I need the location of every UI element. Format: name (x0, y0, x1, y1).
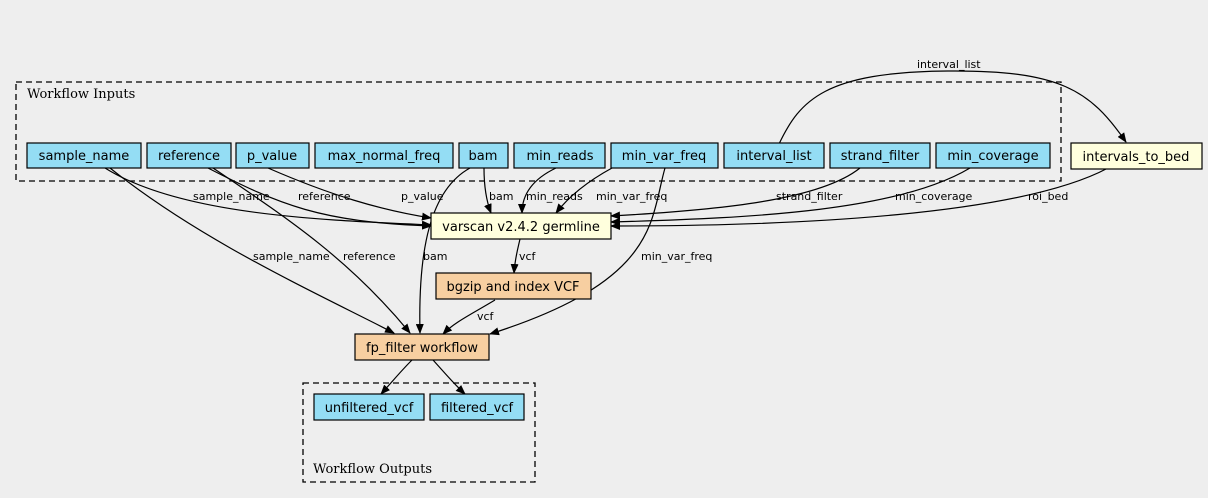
node-max-normal-freq[interactable]: max_normal_freq (314, 142, 454, 169)
node-sample-name[interactable]: sample_name (26, 142, 142, 169)
node-p-value-label: p_value (247, 149, 297, 164)
edge-min-coverage-varscan (610, 167, 971, 226)
node-interval-list[interactable]: interval_list (723, 142, 825, 169)
edge-fp-filter-unfiltered (380, 359, 413, 395)
node-fp-filter[interactable]: fp_filter workflow (354, 333, 490, 361)
node-varscan[interactable]: varscan v2.4.2 germline (430, 212, 612, 240)
edge-interval-list-to-bed (778, 70, 1127, 145)
edge-bam-varscan (483, 167, 492, 214)
node-filtered-vcf[interactable]: filtered_vcf (429, 393, 525, 421)
edge-label-min-var-freq: min_var_freq (596, 190, 667, 203)
edge-label-min-reads: min_reads (526, 190, 583, 203)
edge-label-sample-name-fp: sample_name (253, 250, 330, 263)
node-varscan-label: varscan v2.4.2 germline (442, 220, 600, 235)
edge-min-var-freq-varscan (555, 167, 613, 214)
edge-labels: interval_list sample_name reference p_va… (193, 58, 1068, 323)
edge-label-sample-name: sample_name (193, 190, 270, 203)
node-reference-label: reference (158, 149, 220, 164)
edge-label-strand-filter: strand_filter (776, 190, 843, 203)
node-bgzip-label: bgzip and index VCF (446, 280, 579, 295)
node-min-var-freq-label: min_var_freq (622, 149, 706, 164)
node-unfiltered-vcf-label: unfiltered_vcf (325, 401, 414, 416)
node-strand-filter[interactable]: strand_filter (829, 142, 931, 169)
edge-roi-bed-varscan (610, 167, 1109, 230)
node-interval-list-label: interval_list (736, 149, 811, 164)
edge-label-vcf-varscan: vcf (519, 250, 537, 263)
edges (104, 70, 1127, 395)
node-intervals-to-bed-label: intervals_to_bed (1083, 150, 1190, 165)
input-nodes: sample_name reference p_value max_normal… (26, 142, 1051, 169)
node-min-reads[interactable]: min_reads (513, 142, 606, 169)
node-p-value[interactable]: p_value (235, 142, 310, 169)
edge-strand-filter-varscan (610, 167, 861, 220)
edge-reference-varscan (207, 167, 432, 230)
workflow-outputs-label: Workflow Outputs (313, 462, 432, 477)
node-max-normal-freq-label: max_normal_freq (328, 149, 441, 164)
node-strand-filter-label: strand_filter (841, 149, 920, 164)
edge-label-vcf-bgzip: vcf (477, 310, 495, 323)
edge-label-reference: reference (298, 190, 351, 203)
workflow-inputs-cluster: Workflow Inputs (15, 81, 1062, 182)
node-sample-name-label: sample_name (39, 149, 130, 164)
edge-fp-filter-filtered (432, 359, 466, 395)
node-intervals-to-bed[interactable]: intervals_to_bed (1070, 142, 1203, 170)
edge-label-reference-fp: reference (343, 250, 396, 263)
edge-label-min-coverage: min_coverage (895, 190, 973, 203)
edge-label-min-var-freq-fp: min_var_freq (641, 250, 712, 263)
edge-label-p-value: p_value (401, 190, 444, 203)
edge-bam-fp-filter (415, 167, 471, 334)
node-bam-label: bam (469, 149, 498, 164)
edge-sample-name-fp-filter (109, 167, 395, 334)
edge-p-value-varscan (267, 167, 432, 221)
node-fp-filter-label: fp_filter workflow (366, 341, 478, 356)
edge-reference-fp-filter (212, 167, 411, 334)
edge-bgzip-fp-filter (442, 299, 496, 335)
node-unfiltered-vcf[interactable]: unfiltered_vcf (313, 393, 425, 421)
node-min-reads-label: min_reads (526, 149, 593, 164)
node-min-coverage[interactable]: min_coverage (935, 142, 1051, 169)
node-min-coverage-label: min_coverage (947, 149, 1038, 164)
edge-label-roi-bed: roi_bed (1028, 190, 1068, 203)
edge-varscan-bgzip (510, 238, 521, 274)
edge-label-interval-list: interval_list (917, 58, 981, 71)
node-min-var-freq[interactable]: min_var_freq (610, 142, 719, 169)
workflow-outputs-cluster: Workflow Outputs (302, 382, 536, 483)
edge-label-bam-fp: bam (423, 250, 447, 263)
edge-label-bam: bam (489, 190, 513, 203)
edge-min-var-freq-fp-filter (489, 167, 666, 336)
node-bgzip[interactable]: bgzip and index VCF (435, 272, 592, 300)
workflow-inputs-label: Workflow Inputs (27, 87, 135, 102)
node-filtered-vcf-label: filtered_vcf (441, 401, 514, 416)
node-bam[interactable]: bam (458, 142, 509, 169)
edge-min-reads-varscan (518, 167, 557, 214)
node-reference[interactable]: reference (146, 142, 232, 169)
